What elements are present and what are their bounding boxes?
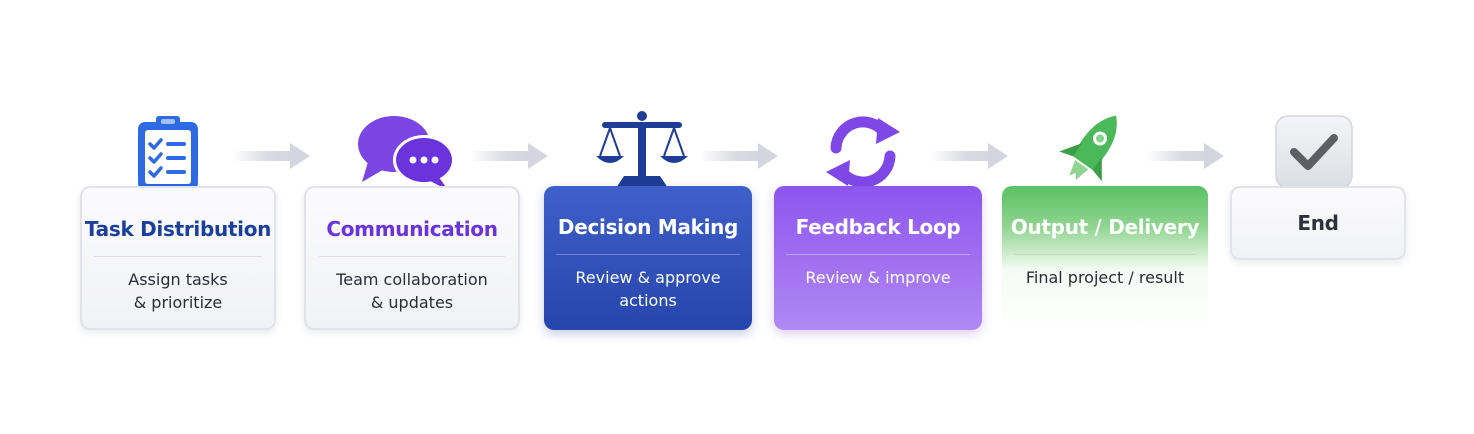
divider	[1014, 254, 1196, 255]
step-title: End	[1297, 211, 1339, 235]
step-description: Assign tasks & prioritize	[128, 270, 228, 312]
connector-arrow	[1146, 143, 1224, 169]
step-card-end: End	[1230, 186, 1406, 260]
checkmark-icon	[1275, 115, 1353, 189]
scales-icon	[596, 111, 688, 188]
connector-arrow	[930, 143, 1008, 169]
step-description: Review & improve	[805, 268, 951, 287]
step-title: Feedback Loop	[795, 215, 961, 239]
step-title: Task Distribution	[84, 217, 272, 241]
step-card-decision-making: Decision Making Review & approve actions	[544, 186, 752, 330]
step-description: Final project / result	[1025, 268, 1185, 287]
chat-bubbles-icon	[358, 116, 455, 190]
clipboard-checklist-icon	[138, 116, 198, 190]
step-title: Output / Delivery	[1010, 215, 1200, 239]
step-card-feedback-loop: Feedback Loop Review & improve	[774, 186, 982, 330]
step-card-communication: Communication Team collaboration & updat…	[304, 186, 520, 330]
step-description: Team collaboration & updates	[336, 270, 488, 312]
connector-arrow	[232, 143, 310, 169]
divider	[556, 254, 740, 255]
divider	[786, 254, 970, 255]
connector-arrow	[700, 143, 778, 169]
step-title: Communication	[326, 217, 498, 241]
refresh-cycle-icon	[826, 116, 900, 188]
step-title: Decision Making	[557, 215, 739, 239]
divider	[93, 256, 263, 257]
rocket-icon	[1059, 115, 1117, 182]
divider	[318, 256, 506, 257]
step-card-output-delivery: Output / Delivery Final project / result	[1002, 186, 1208, 330]
connector-arrow	[470, 143, 548, 169]
step-description: Review & approve actions	[575, 268, 721, 310]
step-card-task-distribution: Task Distribution Assign tasks & priorit…	[80, 186, 276, 330]
